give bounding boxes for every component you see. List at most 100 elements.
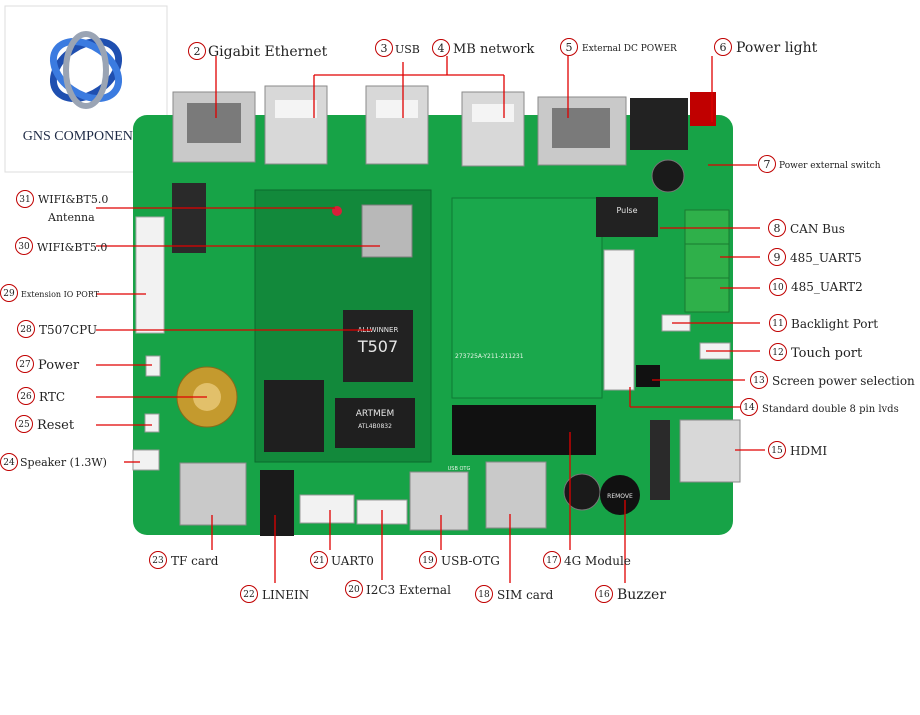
svg-text:30: 30 — [18, 242, 30, 252]
callout-28: 28 T507CPU — [17, 320, 97, 338]
ram-chip — [335, 398, 415, 448]
buzzer — [600, 475, 640, 515]
label-speaker: Speaker (1.3W) — [20, 456, 107, 469]
usb-otg-silkscreen: USB OTG — [448, 466, 471, 472]
svg-text:23: 23 — [152, 556, 164, 566]
callout-18: 18 SIM card — [475, 585, 554, 603]
label-gigabit-ethernet: Gigabit Ethernet — [208, 44, 328, 60]
lvds-connector — [603, 249, 635, 391]
callout-24: 24 Speaker (1.3W) — [0, 453, 107, 471]
reset-button — [144, 413, 160, 433]
label-linein: LINEIN — [262, 588, 309, 602]
svg-text:12: 12 — [772, 348, 783, 358]
usb-otg-port — [409, 471, 469, 531]
usb-port-2 — [365, 85, 429, 165]
callout-14: 14 Standard double 8 pin lvds — [740, 398, 899, 416]
callout-30: 30 WIFI&BT5.0 — [15, 237, 107, 255]
callout-5: 5 External DC POWER — [560, 38, 677, 56]
wifi-module — [361, 204, 413, 258]
svg-text:9: 9 — [774, 251, 781, 264]
svg-text:4: 4 — [438, 42, 445, 55]
can-chip — [596, 197, 658, 237]
svg-text:18: 18 — [478, 590, 490, 600]
label-tf-card: TF card — [171, 554, 219, 568]
screen-power-jumper — [636, 365, 660, 387]
t507-cpu-chip — [343, 310, 413, 382]
svg-text:2: 2 — [194, 45, 201, 58]
callout-16: 16 Buzzer — [595, 585, 666, 603]
capacitor — [651, 159, 685, 193]
callout-20: 20 I2C3 External — [345, 580, 451, 598]
callout-11: 11 Backlight Port — [769, 314, 878, 332]
callout-9: 9 485_UART5 — [768, 248, 862, 266]
callout-3: 3 USB — [375, 39, 420, 57]
sim-card-slot — [485, 461, 547, 529]
label-485-uart5: 485_UART5 — [790, 251, 862, 265]
label-can-bus: CAN Bus — [790, 222, 845, 236]
svg-text:7: 7 — [764, 158, 771, 171]
label-backlight-port: Backlight Port — [791, 317, 878, 331]
line-in-jack — [260, 470, 294, 536]
callout-labels: 2 Gigabit Ethernet 3 USB 4 MB network 5 … — [0, 38, 915, 603]
svg-text:15: 15 — [771, 446, 783, 456]
svg-text:10: 10 — [772, 283, 784, 293]
logo: GNS COMPONENTS — [4, 5, 168, 173]
svg-text:6: 6 — [720, 41, 727, 54]
svg-text:14: 14 — [743, 403, 755, 413]
label-screen-power-selection: Screen power selection — [772, 374, 915, 388]
callout-17: 17 4G Module — [543, 551, 631, 569]
callout-8: 8 CAN Bus — [768, 219, 845, 237]
label-reset: Reset — [37, 418, 75, 433]
logo-emblem-icon — [49, 31, 123, 109]
callout-6: 6 Power light — [714, 38, 818, 56]
capacitor-2 — [563, 473, 601, 511]
pcb-board: ALLWINNER T507 ARTMEM ATL4B0832 USB OTG … — [132, 85, 741, 536]
can-bus-terminal — [684, 209, 730, 245]
cpu-marking: T507 — [357, 337, 398, 356]
tf-card-slot — [179, 462, 247, 526]
label-4g-module: 4G Module — [564, 554, 631, 568]
callout-21: 21 UART0 — [310, 551, 374, 569]
ram-part: ATL4B0832 — [358, 423, 392, 430]
callout-7: 7 Power external switch — [758, 155, 881, 173]
power-switch — [145, 355, 161, 377]
svg-text:28: 28 — [20, 325, 32, 335]
label-standard-double-8-pin-lvds: Standard double 8 pin lvds — [762, 404, 899, 415]
hdmi-port — [679, 419, 741, 483]
svg-text:3: 3 — [381, 42, 388, 55]
ram-brand: ARTMEM — [356, 409, 394, 419]
callout-15: 15 HDMI — [768, 441, 827, 459]
callout-22: 22 LINEIN — [240, 585, 309, 603]
svg-text:26: 26 — [20, 392, 32, 402]
cpu-brand: ALLWINNER — [358, 326, 399, 334]
uart5-terminal — [684, 243, 730, 279]
extension-io-port — [135, 216, 165, 334]
4g-module-area — [451, 197, 603, 399]
label-extension-io-port: Extension IO PORT — [21, 290, 100, 299]
label-antenna: Antenna — [47, 211, 95, 224]
label-sim-card: SIM card — [497, 588, 554, 602]
callout-23: 23 TF card — [149, 551, 219, 569]
label-usb: USB — [395, 43, 420, 56]
svg-text:REMOVE: REMOVE — [607, 493, 633, 500]
4g-module-slot — [452, 405, 596, 455]
svg-text:8: 8 — [774, 222, 781, 235]
label-t507cpu: T507CPU — [39, 323, 97, 337]
callout-29: 29 Extension IO PORT — [0, 284, 100, 302]
label-485-uart2: 485_UART2 — [791, 280, 863, 294]
leader-lines — [96, 56, 765, 583]
uart2-terminal — [684, 277, 730, 313]
label-mb-network: MB network — [453, 42, 534, 57]
label-wifi-bt-antenna: WIFI&BT5.0 — [38, 193, 108, 206]
usb-port-3 — [461, 91, 525, 167]
svg-text:24: 24 — [3, 458, 15, 468]
svg-text:20: 20 — [348, 585, 360, 595]
speaker-connector — [132, 449, 160, 471]
label-buzzer: Buzzer — [617, 587, 666, 603]
svg-text:25: 25 — [18, 420, 30, 430]
dc-power-jack — [630, 98, 688, 150]
svg-text:19: 19 — [422, 556, 434, 566]
pulse-marking: Pulse — [616, 206, 637, 215]
svg-text:27: 27 — [19, 360, 31, 370]
